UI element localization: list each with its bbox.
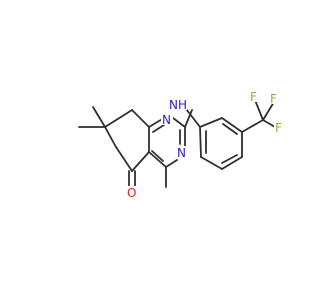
bond-cf3-f2 (262, 101, 275, 121)
bond-n3-c4 (165, 159, 178, 168)
bond-b4-b5 (221, 156, 243, 170)
atom-f2: F (270, 92, 277, 106)
bond-b2-b3-inner (222, 123, 238, 135)
bond-c6-c5 (115, 146, 133, 172)
bond-b2-b3 (221, 117, 243, 133)
bond-c8a-n1-inner (152, 124, 165, 133)
bond-b4-b5-inner (221, 154, 238, 164)
bond-c7-c8 (104, 109, 133, 128)
bond-n1-c2 (172, 117, 186, 128)
atom-f1: F (250, 90, 257, 104)
atom-n3: N (177, 146, 186, 160)
bond-methyl-b (92, 106, 106, 128)
bond-c8-c8a (131, 109, 150, 128)
bond-c4-c4a-inner (151, 150, 164, 162)
bond-b6-b1 (199, 126, 202, 158)
atom-labels: N N NH O F F F (126, 90, 284, 200)
atom-f3: F (275, 121, 282, 135)
bond-c5-c4a (131, 151, 150, 172)
bond-cf3-f1 (254, 99, 264, 121)
bond-skeleton (78, 99, 276, 188)
bond-c2-nh (184, 109, 193, 128)
bond-cf3-f3 (262, 119, 276, 128)
bond-b1-b2 (199, 117, 223, 128)
molecule-structure: N N NH O F F F (78, 90, 284, 200)
bond-c4-c4a (148, 151, 167, 168)
bond-c7-c6 (104, 126, 117, 148)
atom-o: O (127, 186, 136, 200)
bond-ring-cf3 (241, 119, 264, 133)
atom-n1: N (162, 113, 171, 127)
bond-b5-b6 (200, 156, 223, 170)
atom-nh: NH (169, 98, 187, 112)
